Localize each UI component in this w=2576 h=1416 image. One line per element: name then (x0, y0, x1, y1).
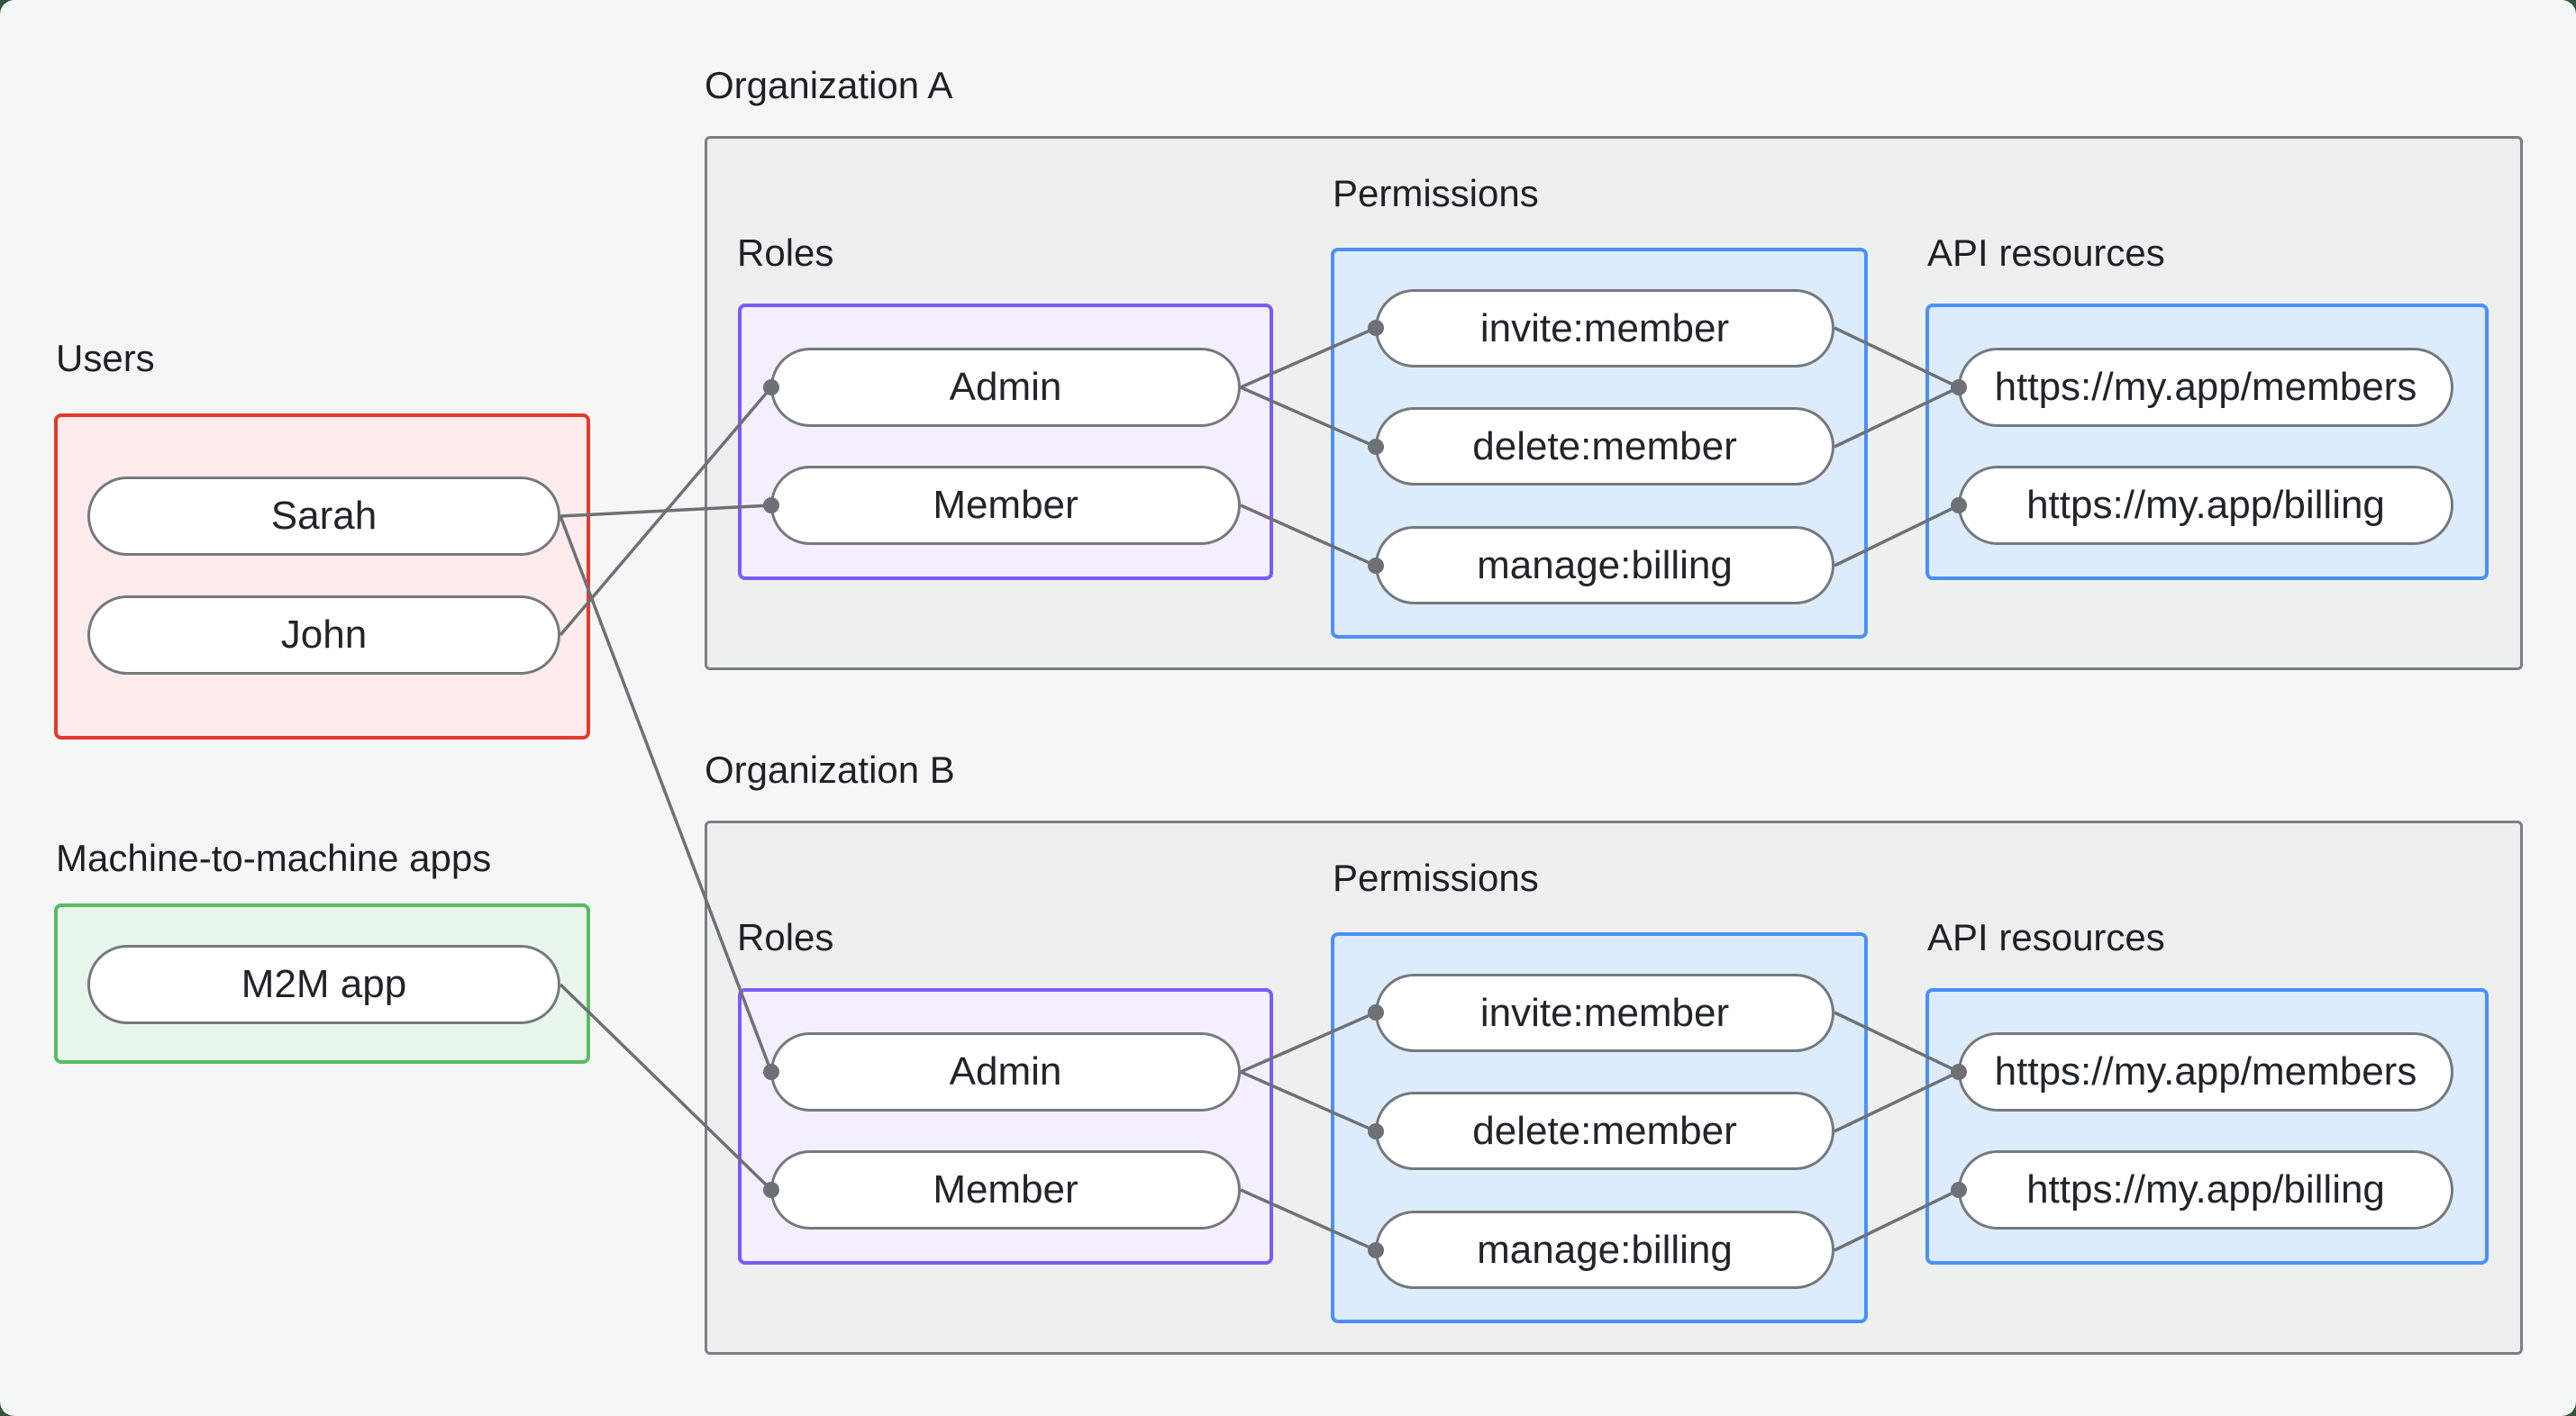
node-org-a-role-member-label: Member (933, 483, 1079, 527)
node-org-b-role-member: Member (770, 1150, 1241, 1230)
node-org-b-perm-delete: delete:member (1375, 1092, 1834, 1170)
node-org-a-role-admin: Admin (770, 348, 1241, 427)
org-a-roles-label: Roles (737, 231, 834, 274)
node-org-a-api-members-label: https://my.app/members (1994, 365, 2417, 409)
node-org-a-perm-delete: delete:member (1375, 407, 1834, 486)
node-org-b-api-members: https://my.app/members (1958, 1032, 2453, 1112)
node-org-b-api-billing-label: https://my.app/billing (2026, 1167, 2385, 1212)
node-org-a-api-billing: https://my.app/billing (1958, 466, 2453, 545)
node-org-b-perm-invite-label: invite:member (1479, 990, 1730, 1035)
node-org-a-api-members: https://my.app/members (1958, 348, 2453, 427)
org-b-permissions-label: Permissions (1333, 857, 1539, 899)
node-user-sarah: Sarah (87, 477, 560, 556)
node-user-sarah-label: Sarah (270, 494, 378, 538)
node-org-b-api-members-label: https://my.app/members (1994, 1049, 2417, 1094)
org-b-title: Organization B (705, 749, 955, 791)
node-m2m-app: M2M app (87, 945, 560, 1024)
node-org-b-perm-manage-label: manage:billing (1477, 1227, 1733, 1272)
users-group-box (54, 413, 590, 740)
node-org-a-role-member: Member (770, 466, 1241, 545)
node-org-b-perm-invite: invite:member (1375, 974, 1834, 1052)
node-user-john: John (87, 595, 560, 675)
org-b-api-label: API resources (1927, 916, 2165, 958)
node-org-b-role-member-label: Member (933, 1167, 1079, 1212)
node-org-a-perm-delete-label: delete:member (1472, 423, 1737, 468)
users-section-label: Users (56, 337, 155, 379)
node-org-a-role-admin-label: Admin (949, 365, 1062, 409)
node-org-b-api-billing: https://my.app/billing (1958, 1150, 2453, 1230)
node-org-b-perm-delete-label: delete:member (1472, 1108, 1737, 1153)
node-org-b-role-admin: Admin (770, 1032, 1241, 1112)
org-b-roles-label: Roles (737, 916, 834, 958)
node-org-a-perm-invite-label: invite:member (1479, 305, 1730, 350)
node-org-a-perm-manage: manage:billing (1375, 526, 1834, 604)
node-org-a-perm-invite: invite:member (1375, 289, 1834, 368)
node-org-b-role-admin-label: Admin (949, 1049, 1062, 1094)
org-a-permissions-label: Permissions (1333, 172, 1539, 214)
m2m-section-label: Machine-to-machine apps (56, 837, 492, 879)
node-org-b-perm-manage: manage:billing (1375, 1211, 1834, 1289)
org-a-title: Organization A (705, 64, 953, 106)
node-user-john-label: John (280, 613, 368, 657)
node-org-a-perm-manage-label: manage:billing (1477, 542, 1733, 587)
node-org-a-api-billing-label: https://my.app/billing (2026, 483, 2385, 527)
org-a-api-label: API resources (1927, 231, 2165, 274)
node-m2m-app-label: M2M app (241, 962, 407, 1006)
